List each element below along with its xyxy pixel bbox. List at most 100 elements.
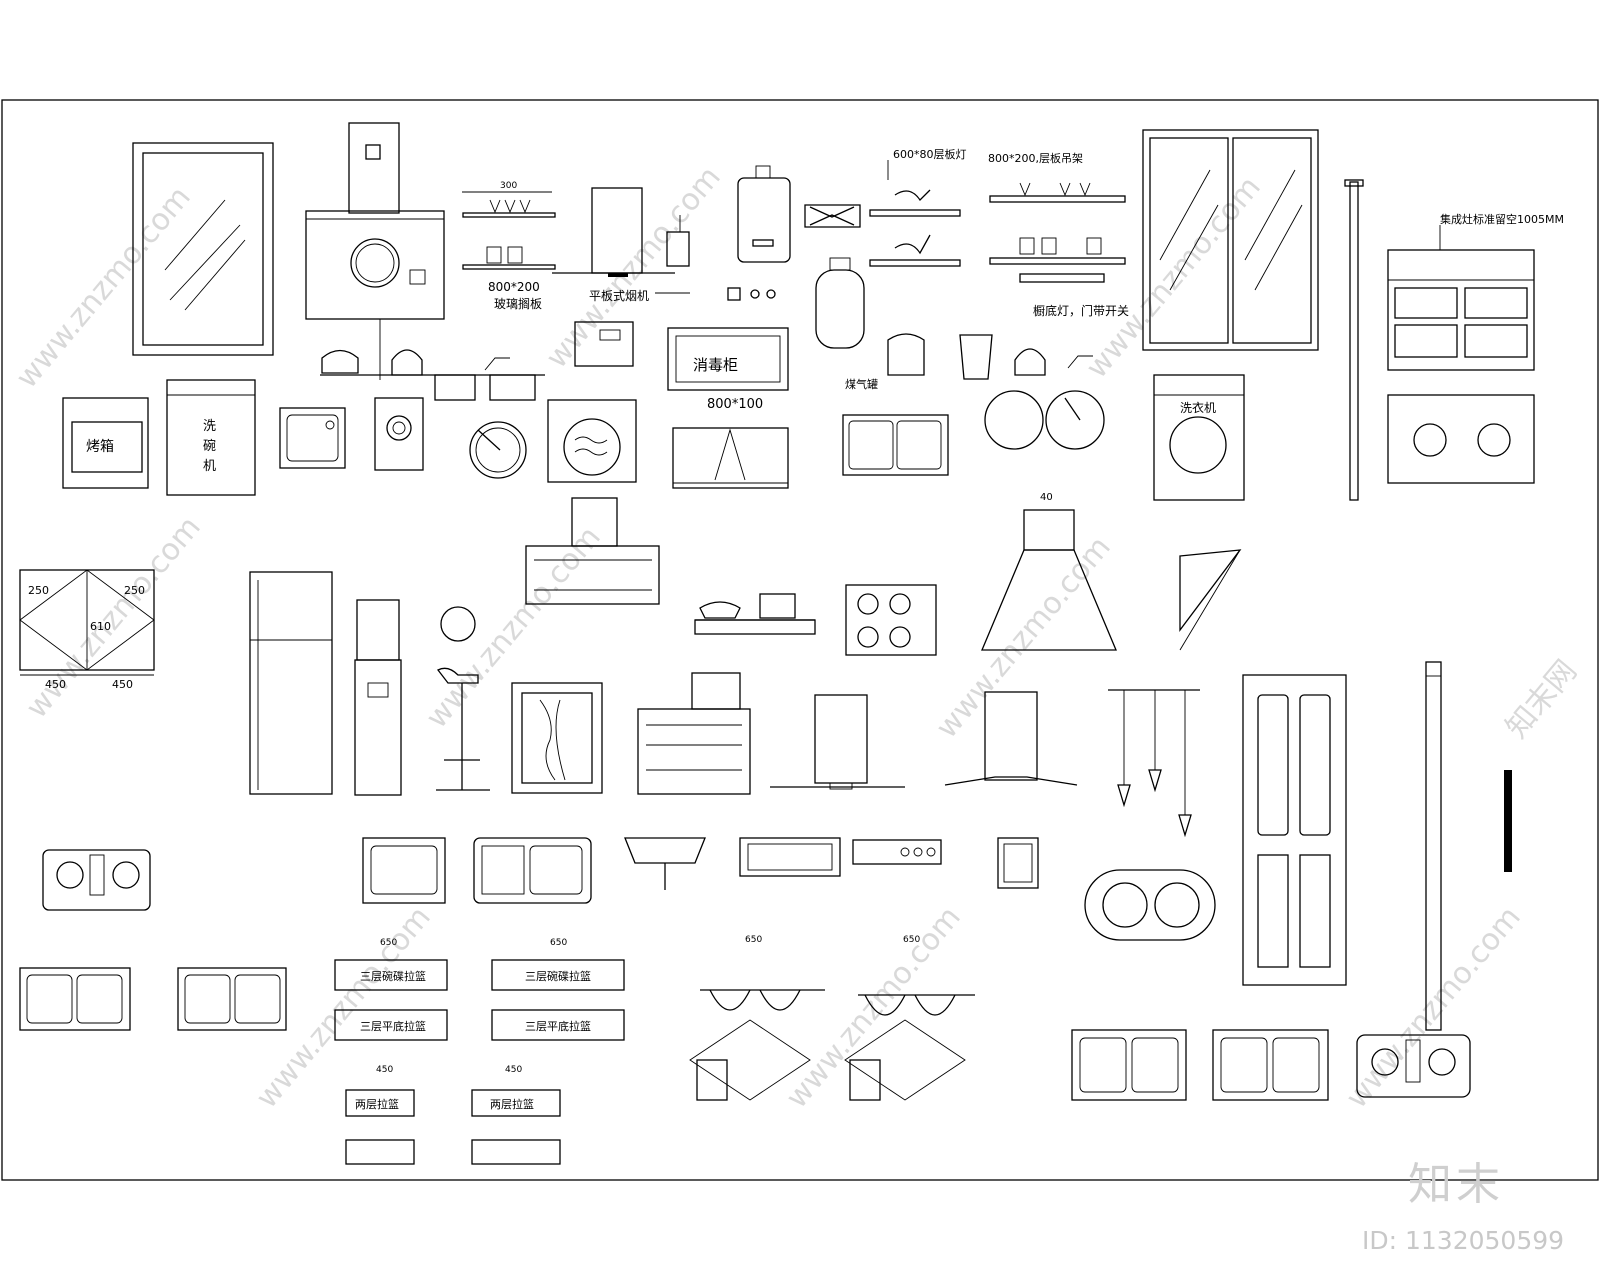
dishwasher-label-2: 碗 bbox=[203, 438, 216, 454]
gas-tank-label: 煤气罐 bbox=[845, 377, 878, 391]
image-id-label: ID: 1132050599 bbox=[1362, 1226, 1565, 1255]
sterilizer-cabinet: 消毒柜 800*100 bbox=[667, 327, 789, 412]
gas-hob-2-burner-left bbox=[42, 849, 151, 911]
double-sink-top bbox=[842, 414, 949, 476]
four-burner-hob bbox=[845, 584, 937, 656]
cabinet-plan-dimensioned: 250 250 610 450 450 bbox=[19, 569, 155, 691]
sterilizer-dim-label: 800*100 bbox=[707, 397, 763, 412]
cabinet-note-label: 集成灶标准留空1005MM bbox=[1440, 212, 1564, 226]
watermark-text: 知末网 bbox=[1499, 654, 1584, 745]
brand-logo: 知末 bbox=[1408, 1159, 1504, 1210]
washing-machine-right: 洗衣机 bbox=[1153, 374, 1245, 501]
basket-dim: 450 bbox=[505, 1065, 522, 1075]
round-sink bbox=[469, 421, 527, 479]
water-dispenser bbox=[354, 599, 402, 796]
window-elevation-left bbox=[132, 142, 274, 356]
oval-double-sink bbox=[1084, 869, 1216, 941]
basket-dim: 650 bbox=[380, 938, 397, 948]
drawing-frame bbox=[1, 99, 1599, 1181]
cooktop-with-pots bbox=[694, 593, 816, 635]
glass-shelf-block: 300 800*200 玻璃搁板 bbox=[462, 181, 556, 311]
hob-single bbox=[374, 397, 424, 471]
sink-section-pipes-b: 650 bbox=[844, 935, 975, 1101]
watermark-text: www.znzmo.com bbox=[419, 520, 608, 735]
gas-hob-2-burner-right bbox=[1356, 1034, 1471, 1098]
washing-machine-front bbox=[547, 399, 637, 483]
pendant-lights bbox=[1108, 689, 1200, 838]
section-dim: 650 bbox=[903, 935, 920, 945]
basket-label: 三层平底拉篮 bbox=[525, 1019, 591, 1033]
hob-plate bbox=[852, 839, 942, 865]
double-sink-d bbox=[1212, 1029, 1329, 1101]
wall-cabinet-angled bbox=[1179, 549, 1242, 651]
double-sink-c bbox=[1071, 1029, 1187, 1101]
panel-door bbox=[1242, 674, 1347, 986]
bar-stool bbox=[436, 667, 490, 791]
pullout-basket-1: 650 三层碗碟拉篮 三层平底拉篮 bbox=[334, 938, 448, 1041]
framed-art-wide bbox=[739, 837, 841, 877]
watermark-text: www.znzmo.com bbox=[929, 530, 1118, 745]
dimension-label: 300 bbox=[500, 181, 517, 191]
watermark-text: www.znzmo.com bbox=[19, 510, 208, 725]
chimney-hood: 40 bbox=[981, 492, 1117, 651]
basket-dim: 650 bbox=[550, 938, 567, 948]
basket-label: 两层拉篮 bbox=[355, 1097, 399, 1111]
framed-art-small bbox=[997, 837, 1039, 889]
undermount-sink-section bbox=[624, 837, 706, 890]
basket-label: 三层碗碟拉篮 bbox=[525, 969, 591, 983]
sink-with-drainboard bbox=[473, 837, 592, 904]
window-elevation-double bbox=[1142, 129, 1319, 351]
basket-label: 三层平底拉篮 bbox=[360, 1019, 426, 1033]
dishwasher-label-1: 洗 bbox=[203, 419, 216, 434]
hanging-shelf-800: 800*200,层板吊架 橱底灯，门带开关 bbox=[988, 151, 1129, 318]
round-double-sink bbox=[984, 390, 1105, 450]
shelf-lamp-600: 600*80层板灯 bbox=[869, 147, 967, 267]
two-burner-hob bbox=[1387, 394, 1535, 484]
small-appliances bbox=[887, 333, 1093, 380]
oven: 烤箱 bbox=[62, 397, 149, 489]
range-hood-round bbox=[305, 122, 445, 380]
gas-meter-and-heater bbox=[666, 165, 791, 301]
wall-vent-bar bbox=[1504, 770, 1512, 872]
pots-on-counter bbox=[320, 349, 545, 401]
pullout-basket-4: 450 两层拉篮 bbox=[471, 1065, 561, 1165]
sink-single-rect bbox=[362, 837, 446, 904]
dim-250-right: 250 bbox=[124, 584, 145, 597]
dishwasher-label-3: 机 bbox=[203, 459, 216, 474]
single-sink bbox=[279, 407, 346, 469]
framed-artwork-large bbox=[511, 682, 603, 794]
pullout-basket-2: 650 三层碗碟拉篮 三层平底拉篮 bbox=[491, 938, 625, 1041]
flat-range-hood: 平板式烟机 bbox=[552, 187, 690, 303]
watermark-text: www.znzmo.com bbox=[9, 180, 198, 395]
refrigerator bbox=[249, 571, 333, 795]
range-hood-box bbox=[637, 672, 751, 795]
dim-40: 40 bbox=[1040, 492, 1053, 503]
island-hood bbox=[944, 691, 1078, 786]
dishwasher: 洗 碗 机 bbox=[166, 379, 256, 496]
sink-section-pipes-a: 650 bbox=[689, 935, 825, 1101]
section-dim: 650 bbox=[745, 935, 762, 945]
wall-lamp bbox=[804, 204, 861, 228]
basket-label: 三层碗碟拉篮 bbox=[360, 969, 426, 983]
lamp-label: 600*80层板灯 bbox=[893, 147, 967, 161]
slim-range-hood bbox=[770, 694, 905, 790]
dim-450-left: 450 bbox=[45, 678, 66, 691]
sterilizer-label: 消毒柜 bbox=[693, 356, 738, 374]
pullout-basket-3: 450 两层拉篮 bbox=[345, 1065, 415, 1165]
round-lamp bbox=[440, 606, 476, 642]
column-section bbox=[1425, 661, 1442, 1031]
dim-450-right: 450 bbox=[112, 678, 133, 691]
integrated-stove-cabinet: 集成灶标准留空1005MM bbox=[1387, 212, 1564, 371]
small-appliance-box bbox=[574, 321, 634, 367]
watermark-text: www.znzmo.com bbox=[249, 900, 438, 1115]
range-hood-slotted bbox=[525, 497, 660, 605]
shelf-name-label: 玻璃搁板 bbox=[494, 296, 542, 311]
basket-label: 两层拉篮 bbox=[490, 1097, 534, 1111]
range-hood-funnel bbox=[672, 427, 789, 489]
watermark-text: www.znzmo.com bbox=[1339, 900, 1528, 1115]
dim-610: 610 bbox=[90, 620, 111, 633]
oven-label: 烤箱 bbox=[86, 439, 114, 455]
pole-section bbox=[1344, 179, 1364, 501]
washer-label: 洗衣机 bbox=[1180, 400, 1216, 415]
